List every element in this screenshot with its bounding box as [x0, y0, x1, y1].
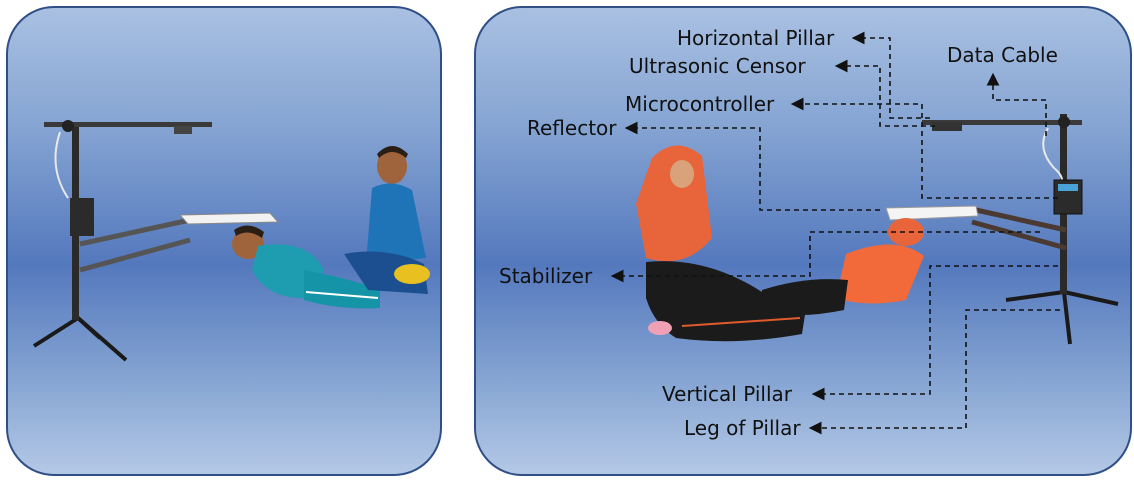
right-data-cable [1043, 128, 1062, 186]
right-tripod-legs [1006, 292, 1118, 344]
left-stabilizer-upper [80, 220, 190, 244]
label-leg-of-pillar: Leg of Pillar [684, 417, 801, 439]
left-ultrasonic-sensor [174, 126, 192, 134]
label-data-cable: Data Cable [947, 44, 1058, 66]
right-reflector-plate [886, 206, 978, 220]
label-reflector: Reflector [527, 117, 617, 139]
right-girl-lying [762, 218, 924, 315]
left-reflector-plate [180, 213, 278, 224]
label-microcontroller: Microcontroller [625, 93, 774, 115]
left-stabilizer-lower [80, 240, 190, 270]
label-horizontal-pillar: Horizontal Pillar [677, 27, 834, 49]
left-scene-illustration [8, 8, 440, 474]
left-data-cable [56, 132, 69, 198]
left-microcontroller [70, 198, 94, 236]
right-ultrasonic-sensor [932, 122, 962, 131]
left-photo-panel [6, 6, 442, 476]
left-tripod-legs [34, 318, 126, 360]
label-vertical-pillar: Vertical Pillar [662, 383, 792, 405]
label-ultrasonic-censor: Ultrasonic Censor [629, 55, 806, 77]
left-boy-sitting [344, 146, 430, 294]
label-stabilizer: Stabilizer [499, 265, 592, 287]
